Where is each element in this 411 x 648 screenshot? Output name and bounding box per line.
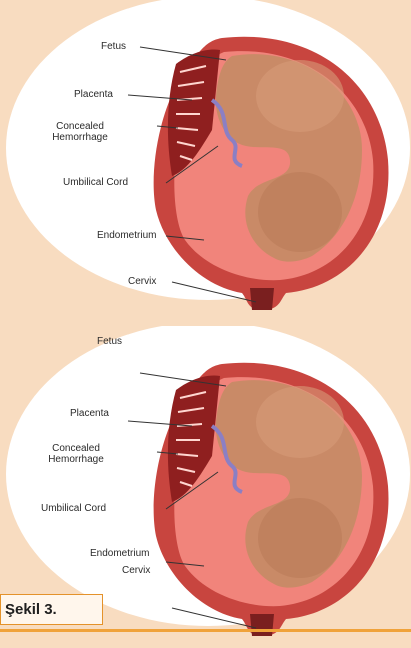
label-placenta-bottom: Placenta: [70, 408, 109, 419]
figure-caption: Şekil 3.: [0, 594, 103, 625]
label-umbilical-cord-top: Umbilical Cord: [63, 177, 128, 188]
label-cervix-top: Cervix: [128, 276, 156, 287]
cervix: [250, 614, 274, 636]
cervix: [250, 288, 274, 310]
label-endometrium-bottom: Endometrium: [90, 548, 149, 559]
bottom-rule: [0, 629, 411, 632]
fetus-head-shade: [256, 60, 344, 132]
label-concealed-hemorrhage-bottom: Concealed Hemorrhage: [36, 443, 116, 465]
label-fetus-bottom: Fetus: [97, 336, 122, 347]
fetus-belly-shade: [258, 172, 342, 252]
label-umbilical-cord-bottom: Umbilical Cord: [41, 503, 106, 514]
fetus-belly-shade: [258, 498, 342, 578]
uterus-illustration-top: [0, 0, 411, 320]
label-concealed-hemorrhage-top: Concealed Hemorrhage: [40, 121, 120, 143]
fetus-head-shade: [256, 386, 344, 458]
label-fetus-top: Fetus: [101, 41, 126, 52]
label-cervix-bottom: Cervix: [122, 565, 150, 576]
label-endometrium-top: Endometrium: [97, 230, 156, 241]
label-placenta-top: Placenta: [74, 89, 113, 100]
